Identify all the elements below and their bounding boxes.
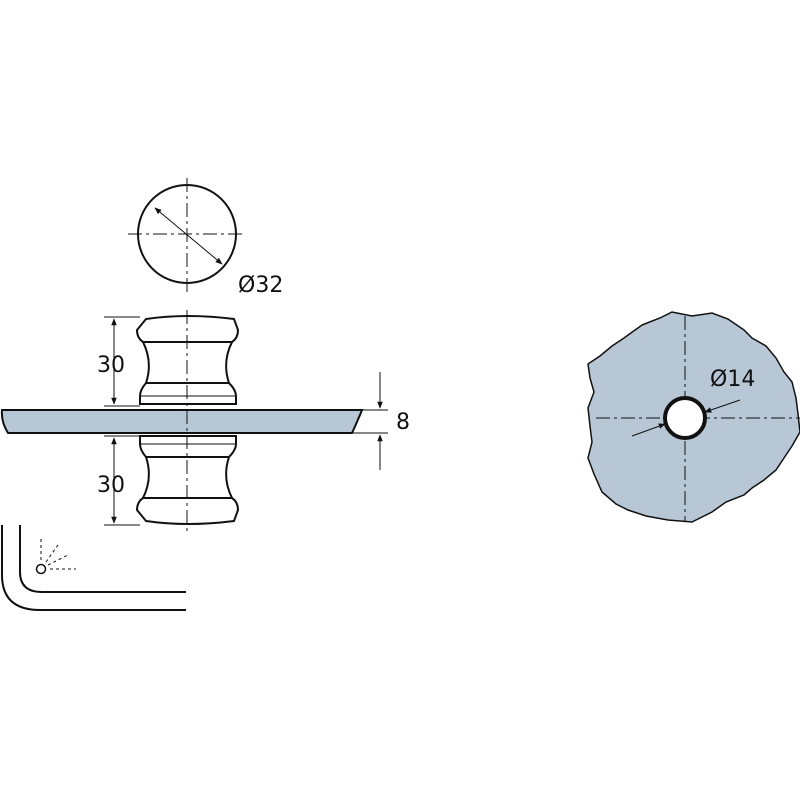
upper-height-label: 30 (97, 353, 125, 378)
knob-top-view: Ø32 (128, 178, 283, 298)
light-source-dot (35, 563, 47, 575)
ray-diag-1 (45, 544, 59, 563)
drilled-hole (663, 396, 707, 440)
hole-arrow-left (631, 423, 666, 437)
knob-diameter-arrow (154, 207, 223, 265)
glass-panel-side (0, 409, 364, 434)
ray-diag-2 (47, 554, 69, 566)
upper-height-dimension: 30 (97, 316, 140, 407)
glass-hole-view: Ø14 (587, 311, 800, 523)
light-source-icon (0, 525, 186, 611)
lower-knob (135, 435, 240, 525)
corner-outer-line (0, 525, 186, 611)
glass-panel-shape (0, 409, 364, 434)
knob-diameter-label: Ø32 (238, 273, 283, 298)
hole-arrow-right (704, 399, 741, 413)
glass-thickness-dimension: 8 (352, 372, 410, 470)
upper-knob-body (135, 315, 240, 405)
glass-thickness-label: 8 (396, 410, 410, 435)
lower-height-dimension: 30 (97, 435, 140, 526)
corner-inner-line (19, 525, 186, 593)
upper-knob (135, 315, 240, 405)
lower-height-label: 30 (97, 473, 125, 498)
hole-diameter-label: Ø14 (710, 367, 755, 392)
